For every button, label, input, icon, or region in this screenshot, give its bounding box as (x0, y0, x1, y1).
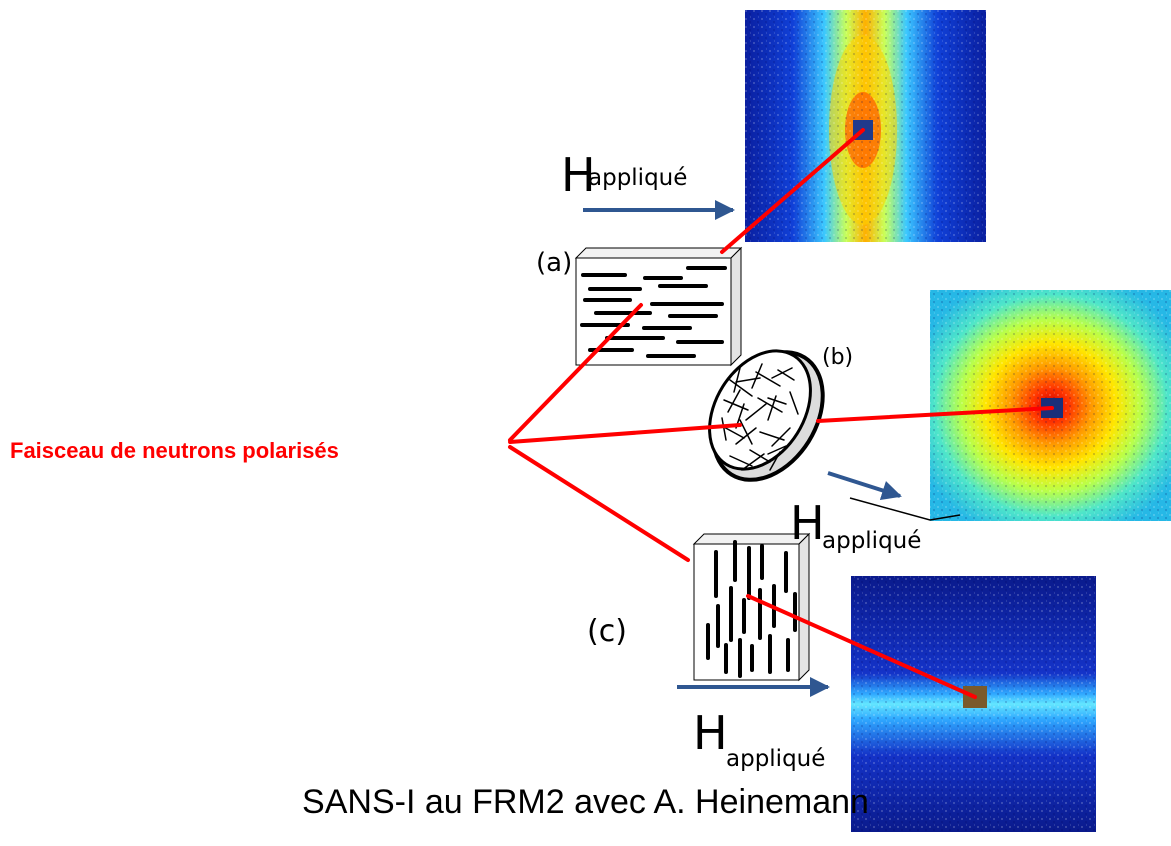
sample-label-a: (a) (536, 248, 573, 278)
neutron-beam (508, 128, 1054, 699)
field-label-a: H (561, 148, 596, 202)
field-subscript-c: appliqué (726, 746, 826, 772)
field-symbol: H (561, 148, 596, 202)
beam-to-sample-c (508, 445, 690, 562)
callout-line-b (849, 497, 961, 521)
field-arrow-b (827, 471, 902, 501)
figure-caption: SANS-I au FRM2 avec A. Heinemann (302, 783, 869, 821)
field-subscript-b: appliqué (822, 528, 922, 554)
beam-label: Faisceau de neutrons polarisés (10, 438, 339, 463)
beam-scatter-b (816, 406, 1054, 423)
scattering-pattern-a (745, 10, 986, 242)
scattering-pattern-c (851, 576, 1096, 832)
field-label-c: H (693, 706, 728, 760)
beam-to-sample-a (508, 303, 643, 442)
sample-c (692, 532, 811, 682)
sample-b (708, 349, 825, 482)
beam-scatter-a (720, 128, 865, 254)
scattering-pattern-b (930, 290, 1171, 521)
sample-label-b: (b) (822, 345, 854, 370)
beam-scatter-c (746, 594, 977, 699)
field-subscript-a: appliqué (588, 165, 688, 191)
field-arrows (583, 200, 902, 697)
field-symbol: H (790, 496, 825, 550)
field-symbol: H (693, 706, 728, 760)
sample-label-c: (c) (587, 614, 627, 649)
field-label-b: H (790, 496, 825, 550)
beam-to-sample-b (508, 423, 742, 444)
